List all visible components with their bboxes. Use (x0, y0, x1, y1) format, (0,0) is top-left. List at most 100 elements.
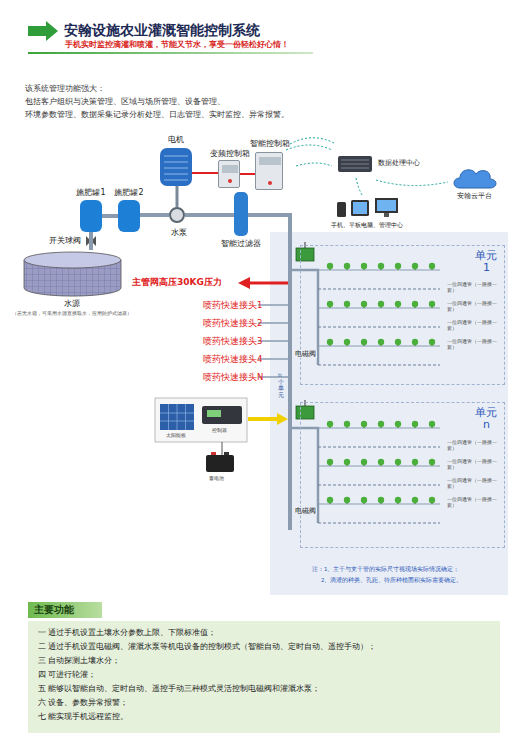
field-row (361, 263, 367, 269)
field-row (361, 421, 367, 427)
field-row (330, 269, 331, 270)
field-row (432, 269, 433, 270)
field-row (432, 465, 433, 466)
field-row (398, 345, 399, 346)
part-label: 太阳能板 (166, 432, 186, 438)
user-devices-icon-part (351, 200, 369, 216)
unit-region: 单元n (300, 402, 505, 548)
note-text: 注：1、主干与支干管的实际尺寸视现场实际情况确定； (312, 566, 460, 573)
function-item: 一 通过手机设置土壤水分参数上限、下限标准值； (38, 628, 216, 637)
title-underline (28, 52, 313, 54)
user-devices-icon-part (337, 202, 346, 217)
control-wire (192, 172, 218, 174)
node-note: （若无水箱，可采用水源直接取水，应用防护式滤器） (12, 310, 132, 316)
unit-region: 单元1 (300, 245, 505, 385)
field-row (318, 484, 440, 485)
field-row (344, 301, 350, 307)
user-devices-icon-part (353, 202, 367, 214)
field-row (415, 427, 416, 428)
water-source-icon (20, 250, 125, 297)
field-row (381, 269, 382, 270)
user-devices-icon (335, 198, 400, 218)
field-row (412, 301, 418, 307)
function-item: 三 自动探测土壤水分； (38, 656, 120, 665)
field-row (381, 427, 382, 428)
part-label: 喷药快速接头3 (203, 336, 262, 347)
part-label: 一位四通管（一路接一套） (447, 440, 499, 452)
field-row (361, 339, 367, 345)
field-row (318, 364, 440, 365)
user-devices-icon-part (384, 213, 389, 217)
part-label: 开关球阀 (49, 236, 81, 245)
field-row (344, 339, 350, 345)
field-row (395, 263, 401, 269)
field-row (429, 263, 435, 269)
field-row (318, 269, 440, 270)
field-row (344, 421, 350, 427)
field-row (330, 345, 331, 346)
user-devices-icon-part (377, 200, 396, 211)
part-label: 电磁阀 (294, 350, 317, 358)
field-row (330, 465, 331, 466)
part-label: 一位四通管（一路接一套） (447, 459, 499, 471)
field-row (395, 339, 401, 345)
node-label: 智能控制箱 (250, 139, 290, 148)
field-row (361, 301, 367, 307)
field-row (296, 406, 314, 419)
field-row (412, 339, 418, 345)
title-arrow (28, 21, 58, 41)
data-center-icon-part (341, 168, 369, 169)
field-row (398, 503, 399, 504)
part-label: 喷药快速接头2 (203, 318, 262, 329)
field-row (398, 307, 399, 308)
node-label: 施肥罐2 (114, 188, 143, 198)
fertilizer-tank: 施肥罐2 (118, 200, 140, 232)
motor: 电机 (160, 148, 192, 186)
field-row (327, 263, 333, 269)
field-row (330, 503, 331, 504)
wireless-signals (286, 138, 448, 195)
field-row (378, 339, 384, 345)
field-row (318, 503, 440, 504)
field-row (318, 288, 440, 289)
part-label: 一位四通管（一路接一套） (447, 282, 499, 294)
field-row (381, 307, 382, 308)
motor-icon-part (164, 180, 188, 181)
field-row (364, 269, 365, 270)
field-row (290, 428, 318, 523)
field-row (347, 269, 348, 270)
vfd-cabinet-icon-part (228, 179, 232, 183)
field-row (344, 459, 350, 465)
field-row (432, 345, 433, 346)
part-label: 一位四通管（一路接一套） (447, 339, 499, 351)
intro-text: 环境参数管理、数据采集记录分析处理、日志管理、实时监控、异常报警。 (25, 110, 289, 120)
water-pump: 水泵 (169, 207, 185, 223)
field-row (347, 465, 348, 466)
motor-shaft (176, 186, 179, 207)
control-cabinet-icon-part (259, 157, 281, 165)
field-row (327, 459, 333, 465)
field-row (412, 421, 418, 427)
part-label: 喷药快速接头N (203, 372, 263, 383)
node-label: 单元n (475, 407, 498, 431)
field-row (398, 465, 399, 466)
section-header: 主要功能 (28, 602, 102, 618)
cloud-platform-icon-part (454, 170, 496, 188)
field-row (361, 459, 367, 465)
vfd-cabinet-icon-part (222, 165, 238, 173)
node-label: 电机 (168, 135, 184, 145)
field-row (318, 427, 440, 428)
field-row (429, 497, 435, 503)
field-row (364, 345, 365, 346)
field-row (318, 465, 440, 466)
intro-text: 包括客户组织与决策管理、区域与场所管理、设备管理、 (25, 97, 225, 107)
solar-power (155, 398, 247, 472)
node-label: 安翰云平台 (457, 193, 492, 201)
node-label: 手机、平板电脑、管理中心 (331, 221, 403, 228)
field-row (378, 421, 384, 427)
field-row (415, 503, 416, 504)
part-label: 主管网高压30KG压力 (132, 277, 222, 288)
field-row (347, 427, 348, 428)
field-row (429, 339, 435, 345)
data-center-icon (338, 156, 372, 172)
